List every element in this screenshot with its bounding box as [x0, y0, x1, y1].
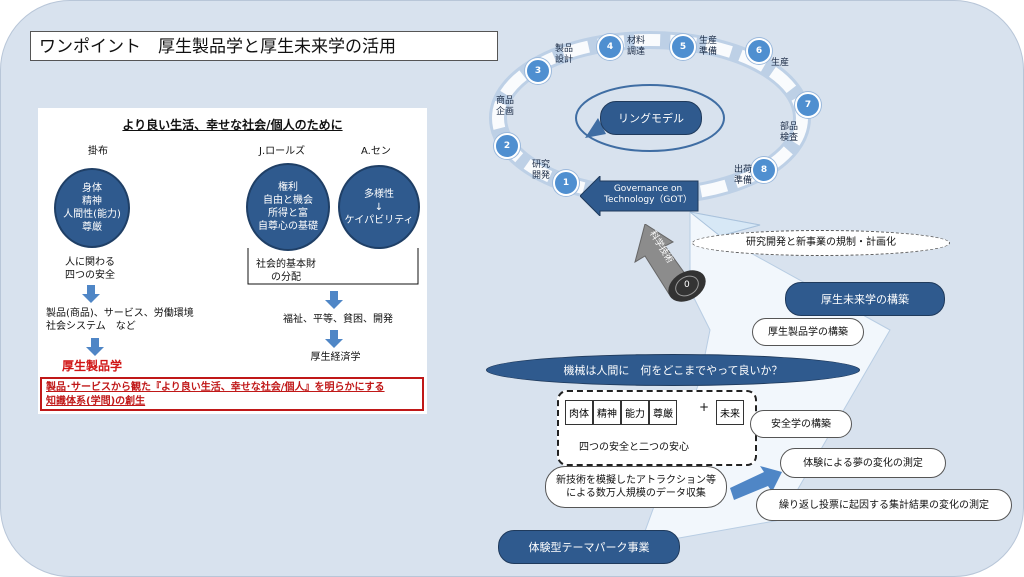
- products-line: 社会システム など: [46, 321, 136, 332]
- ring-node-num: 6: [755, 46, 763, 56]
- ring-node-num: 7: [804, 100, 812, 110]
- ring-node-6: 6: [746, 38, 772, 64]
- ring-node-7: 7: [795, 92, 821, 118]
- product-build-bubble: 厚生製品学の構築: [752, 318, 864, 346]
- col2-label: J.ロールズ: [259, 146, 306, 157]
- ring-model-label: リングモデル: [600, 101, 702, 135]
- ring-node-label: 商品企画: [495, 96, 514, 117]
- goods-line: 社会的基本財: [256, 259, 316, 270]
- circle2-line: 権利: [278, 182, 298, 193]
- circle1-line: 精神: [82, 196, 102, 207]
- safety-box: 能力: [621, 400, 649, 425]
- circle3-line: ケイパビリティ: [344, 214, 414, 226]
- plan-ellipse: 研究開発と新事業の規制・計画化: [692, 230, 950, 256]
- vote-bubble: 繰り返し投票に起因する集計結果の変化の測定: [756, 489, 1012, 521]
- welfare-econ-text: 厚生経済学: [310, 352, 361, 363]
- bracket: [247, 248, 419, 285]
- attraction-line: による数万人規模のデータ収集: [566, 488, 706, 499]
- circle-rawls: 権利 自由と機会 所得と富 自尊心の基礎: [246, 163, 330, 251]
- safety-line: 人に関わる: [65, 257, 115, 268]
- ring-node-label: 材料調達: [626, 36, 645, 57]
- circle1-line: 身体: [82, 183, 102, 194]
- future-box: 未来: [716, 400, 744, 425]
- question-ellipse: 機械は人間に 何をどこまでやって良いか？: [486, 354, 860, 386]
- attraction-line: 新技術を模擬したアトラクション等: [556, 475, 716, 486]
- ring-node-3: 3: [525, 58, 551, 84]
- left-heading: より良い生活、幸せな社会/個人のために: [122, 118, 343, 132]
- goods-text: 社会的基本財 の分配: [246, 258, 326, 284]
- ring-node-label: 生産: [770, 58, 789, 68]
- circle-kakefu: 身体 精神 人間性(能力) 尊厳: [54, 168, 130, 248]
- goods-line: の分配: [271, 272, 301, 283]
- circle2-line: 所得と富: [268, 208, 308, 219]
- right-arrow-icon: [730, 466, 782, 500]
- products-line: 製品(商品)、サービス、労働環境: [46, 308, 194, 319]
- ring-node-num: 3: [534, 66, 542, 76]
- ring-node-8: 8: [751, 157, 777, 183]
- conclusion-line: 知識体系(学問)の創生: [46, 396, 146, 407]
- got-line: Technology（GOT）: [604, 195, 692, 205]
- slide-title: ワンポイント 厚生製品学と厚生未来学の活用: [30, 31, 498, 61]
- ring-node-num: 1: [562, 178, 570, 188]
- col3-label: A.セン: [361, 146, 391, 157]
- ring-node-2: 2: [494, 133, 520, 159]
- product-science-label: 厚生製品学: [62, 359, 123, 373]
- tech-arrow-shape: [634, 224, 706, 302]
- ring-node-num: 5: [679, 42, 687, 52]
- welfare-text: 福祉、平等、貧困、開発: [283, 314, 393, 325]
- down-arrow-icon: [82, 285, 100, 303]
- col1-label: 掛布: [88, 146, 108, 157]
- safety-caption: 四つの安全と二つの安心: [579, 442, 689, 453]
- circle2-line: 自尊心の基礎: [258, 221, 318, 232]
- ring-node-label: 部品検査: [779, 122, 798, 143]
- circle-sen: 多様性 ↓ ケイパビリティ: [338, 165, 420, 249]
- safety-text: 人に関わる 四つの安全: [50, 256, 130, 282]
- ring-node-num: 8: [760, 165, 768, 175]
- circle1-line: 人間性(能力): [63, 209, 121, 220]
- future-science-label: 厚生未来学の構築: [785, 282, 945, 316]
- safety-box: 精神: [593, 400, 621, 425]
- safety-line: 四つの安全: [65, 270, 115, 281]
- ring-node-label: 研究開発: [531, 160, 550, 181]
- down-arrow-icon: [325, 330, 343, 348]
- plus-sign: +: [699, 400, 710, 414]
- ring-node-5: 5: [670, 34, 696, 60]
- circle2-line: 自由と機会: [263, 195, 313, 206]
- ring-node-num: 2: [503, 141, 511, 151]
- safety-box: 尊厳: [649, 400, 677, 425]
- attraction-bubble: 新技術を模擬したアトラクション等 による数万人規模のデータ収集: [545, 466, 727, 508]
- down-arrow-icon: [325, 291, 343, 309]
- circle3-line: ↓: [374, 201, 384, 213]
- zero-label: 0: [684, 280, 690, 290]
- ring-node-label: 生産準備: [698, 36, 717, 57]
- safety-group: 肉体 精神 能力 尊厳 + 未来 四つの安全と二つの安心: [557, 390, 757, 466]
- dream-bubble: 体験による夢の変化の測定: [780, 448, 946, 478]
- down-arrow-icon: [86, 338, 104, 356]
- ring-node-num: 4: [606, 42, 614, 52]
- ring-node-label: 出荷準備: [733, 165, 752, 186]
- conclusion-line: 製品･サービスから観た『より良い生活、幸せな社会/個人』を明らかにする: [46, 382, 385, 393]
- future-box-wrap: 未来: [716, 400, 744, 425]
- circle1-line: 尊厳: [82, 222, 102, 233]
- got-arrow-shape: [580, 176, 699, 216]
- products-text: 製品(商品)、サービス、労働環境 社会システム など: [46, 307, 194, 333]
- safety-box: 肉体: [565, 400, 593, 425]
- theme-park-label: 体験型テーマパーク事業: [498, 530, 680, 564]
- circle3-line: 多様性: [364, 188, 394, 200]
- left-panel: [38, 108, 427, 414]
- ring-node-1: 1: [553, 170, 579, 196]
- safety-science-bubble: 安全学の構築: [750, 410, 852, 438]
- safety-boxes: 肉体 精神 能力 尊厳: [565, 400, 677, 425]
- conclusion-box: 製品･サービスから観た『より良い生活、幸せな社会/個人』を明らかにする 知識体系…: [40, 377, 424, 411]
- ring-node-4: 4: [597, 34, 623, 60]
- got-line: Governance on: [613, 184, 683, 194]
- got-label: Governance on Technology（GOT）: [600, 184, 696, 206]
- ring-node-label: 製品設計: [554, 44, 573, 65]
